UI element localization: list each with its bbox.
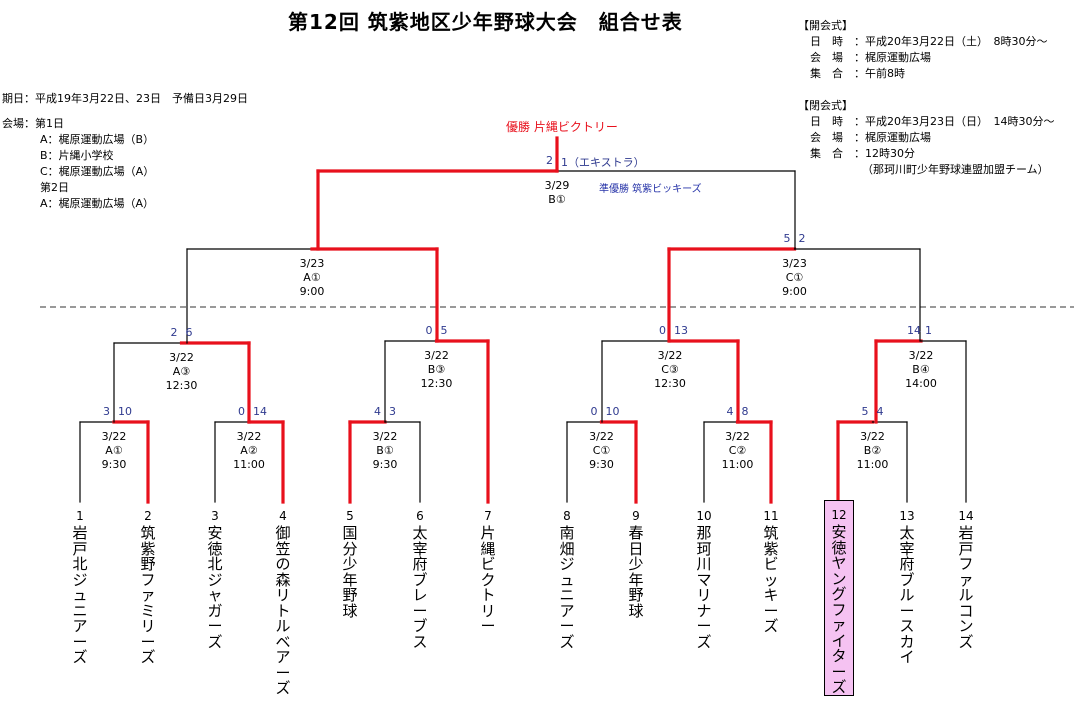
score-left-m6: 5 bbox=[861, 405, 869, 418]
runner-up-label: 準優勝 筑紫ビッキーズ bbox=[599, 184, 702, 195]
score-right-q1: 6 bbox=[185, 326, 193, 339]
team-number: 11 bbox=[763, 509, 779, 523]
venue-b: B：片縄小学校 bbox=[40, 149, 114, 162]
score-left-s2: 5 bbox=[783, 232, 791, 245]
day2-label: 第2日 bbox=[40, 181, 69, 194]
closing-heading: 【閉会式】 bbox=[798, 99, 853, 112]
team-number: 2 bbox=[144, 509, 152, 523]
team-number: 3 bbox=[211, 509, 219, 523]
score-right-q2: 5 bbox=[440, 324, 448, 337]
team-name: 太宰府ブルースカイ bbox=[899, 524, 915, 666]
page-title: 第12回 筑紫地区少年野球大会 組合せ表 bbox=[288, 10, 683, 34]
champion-label: 優勝 片縄ビクトリー bbox=[506, 120, 618, 134]
score-right-m3: 3 bbox=[389, 405, 396, 418]
team-number: 1 bbox=[76, 509, 84, 523]
team-number: 7 bbox=[484, 509, 492, 523]
score-right-m4: 10 bbox=[605, 405, 620, 418]
team-name: 岩戸北ジュニアーズ bbox=[72, 524, 88, 666]
team-number: 5 bbox=[346, 509, 354, 523]
team-name: 南畑ジュニアーズ bbox=[559, 524, 575, 651]
team-name: 安徳ヤングファイターズ bbox=[831, 523, 847, 696]
closing-note: （那珂川町少年野球連盟加盟チーム） bbox=[862, 163, 1049, 176]
team-name: 春日少年野球 bbox=[628, 524, 644, 620]
team-name: 片縄ビクトリー bbox=[480, 524, 496, 635]
score-right-q3: 13 bbox=[674, 324, 688, 337]
team-number: 10 bbox=[696, 509, 712, 523]
period-text: 期日：平成19年3月22日、23日 予備日3月29日 bbox=[2, 92, 248, 105]
team-number: 4 bbox=[279, 509, 287, 523]
team-name: 太宰府ブレーブス bbox=[412, 524, 428, 651]
team-number: 8 bbox=[563, 509, 571, 523]
closing-date: 日 時 ：平成20年3月23日（日） 14時30分～ bbox=[810, 115, 1055, 128]
score-left-m2: 0 bbox=[238, 405, 245, 418]
score-right-s2: 2 bbox=[798, 232, 806, 245]
team-name: 国分少年野球 bbox=[342, 524, 358, 620]
team-name: 岩戸ファルコンズ bbox=[958, 524, 974, 651]
opening-heading: 【開会式】 bbox=[798, 19, 853, 32]
score-left-m3: 4 bbox=[374, 405, 381, 418]
opening-place: 会 場 ：梶原運動広場 bbox=[810, 51, 931, 64]
venue-c: C：梶原運動広場（A） bbox=[40, 165, 155, 178]
score-left-m1: 3 bbox=[103, 405, 110, 418]
venue-a-day1: A：梶原運動広場（B） bbox=[40, 133, 155, 146]
score-right-m1: 10 bbox=[118, 405, 132, 418]
venue-a-day2: A：梶原運動広場（A） bbox=[40, 197, 155, 210]
score-right-m5: 8 bbox=[741, 405, 749, 418]
team-name: 筑紫野ファミリーズ bbox=[140, 524, 156, 666]
team-number: 6 bbox=[416, 509, 424, 523]
score-right-q4: 1 bbox=[925, 324, 932, 337]
closing-place: 会 場 ：梶原運動広場 bbox=[810, 131, 931, 144]
team-number: 13 bbox=[899, 509, 915, 523]
team-name: 御笠の森リトルベアーズ bbox=[275, 524, 291, 697]
score-left-m5: 4 bbox=[726, 405, 734, 418]
opening-date: 日 時 ：平成20年3月22日（土） 8時30分～ bbox=[810, 35, 1048, 48]
score-right-m2: 14 bbox=[253, 405, 267, 418]
team-name: 筑紫ビッキーズ bbox=[763, 524, 779, 635]
team-number: 14 bbox=[958, 509, 974, 523]
team-name: 安徳北ジャガーズ bbox=[207, 524, 223, 651]
score-left-q1: 2 bbox=[170, 326, 178, 339]
team-number: 12 bbox=[831, 508, 847, 522]
opening-gather: 集 合 ：午前8時 bbox=[810, 67, 905, 80]
team-number: 9 bbox=[632, 509, 640, 523]
score-left-q3: 0 bbox=[659, 324, 666, 337]
team-name: 那珂川マリナーズ bbox=[696, 524, 712, 651]
score-right-m6: 4 bbox=[876, 405, 884, 418]
score-left-q4: 14 bbox=[907, 324, 921, 337]
score-right-f: 1（エキストラ） bbox=[561, 156, 645, 169]
score-left-q2: 0 bbox=[425, 324, 433, 337]
score-left-m4: 0 bbox=[590, 405, 598, 418]
venue-heading: 会場：第1日 bbox=[2, 117, 64, 130]
score-left-f: 2 bbox=[546, 154, 553, 167]
closing-gather: 集 合 ：12時30分 bbox=[810, 147, 915, 160]
